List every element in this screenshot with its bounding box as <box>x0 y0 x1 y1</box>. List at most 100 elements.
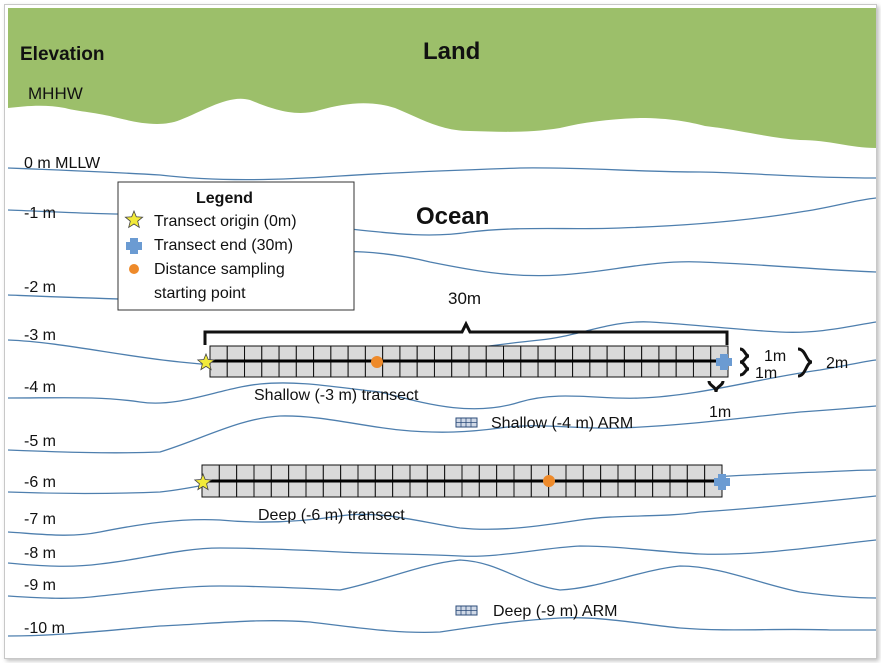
grid-cell <box>244 361 263 378</box>
grid-cell <box>374 464 394 482</box>
depth-label: 0 m MLLW <box>24 155 101 172</box>
grid-cell <box>675 361 694 378</box>
grid-cell <box>270 464 290 482</box>
mhhw-label: MHHW <box>28 84 83 103</box>
width-label-total: 2m <box>826 355 848 372</box>
deep-transect-label: Deep (-6 m) transect <box>258 507 405 524</box>
grid-cell <box>322 480 342 498</box>
grid-cell <box>606 361 625 378</box>
grid-cell <box>278 361 297 378</box>
grid-cell <box>686 464 706 482</box>
grid-cell <box>416 361 435 378</box>
grid-cell <box>444 464 463 482</box>
grid-cell <box>478 480 498 498</box>
grid-cell <box>520 345 539 362</box>
grid-cell <box>209 361 228 378</box>
land-area <box>8 8 876 148</box>
depth-label: -2 m <box>24 279 56 296</box>
grid-cell <box>313 361 332 378</box>
grid-cell <box>582 464 602 482</box>
legend-box <box>117 181 355 311</box>
star-icon <box>193 472 213 491</box>
grid-cell <box>565 464 584 482</box>
contour-4m <box>7 359 877 410</box>
grid-cell <box>617 464 636 482</box>
grid-cell <box>572 361 591 378</box>
contour-9m <box>7 559 877 599</box>
grid-cell <box>261 345 280 362</box>
grid-cell <box>692 345 712 362</box>
grid-cell <box>634 480 654 498</box>
grid-cell <box>226 345 246 362</box>
grid-cell <box>236 480 255 498</box>
grid-cell <box>226 361 246 378</box>
grid-cell <box>382 345 401 362</box>
shallow-transect-grid <box>209 345 729 378</box>
shallow-arm-label: Shallow (-4 m) ARM <box>491 415 633 432</box>
grid-cell <box>209 345 228 362</box>
grid-cell <box>513 480 532 498</box>
grid-cell <box>347 345 366 362</box>
grid-cell <box>305 480 324 498</box>
grid-cell <box>416 345 435 362</box>
grid-cell <box>652 480 671 498</box>
width-label-upper: 1m <box>764 348 786 365</box>
legend: Legend Transect origin (0m) Transect end… <box>117 181 355 311</box>
grid-cell <box>554 345 574 362</box>
star-icon <box>124 209 144 229</box>
grid-cell <box>461 464 480 482</box>
legend-title: Legend <box>196 190 253 207</box>
grid-cell <box>468 361 487 378</box>
grid-cell <box>270 480 290 498</box>
grid-cell <box>468 345 487 362</box>
grid-cell <box>513 464 532 482</box>
grid-cell <box>589 361 608 378</box>
contour-5m <box>7 405 877 454</box>
depth-labels: 0 m MLLW -1 m -2 m -3 m -4 m -5 m -6 m -… <box>24 155 101 637</box>
grid-cell <box>357 464 376 482</box>
grid-cell <box>330 361 349 378</box>
cross-icon <box>714 474 730 490</box>
dot-icon <box>129 264 139 274</box>
legend-item-end: Transect end (30m) <box>154 237 293 254</box>
grid-cell <box>623 345 643 362</box>
grid-cell <box>322 464 342 482</box>
grid-cell <box>451 345 470 362</box>
grid-cell <box>503 361 522 378</box>
length-bracket <box>203 320 729 345</box>
grid-cell <box>357 480 376 498</box>
deep-transect-grid <box>201 464 723 498</box>
grid-cell <box>641 361 660 378</box>
grid-cell <box>686 480 706 498</box>
width-brackets <box>707 347 813 393</box>
grid-cell <box>554 361 574 378</box>
grid-cell <box>426 480 446 498</box>
legend-item-distance-line1: Distance sampling <box>154 261 285 278</box>
legend-item-origin: Transect origin (0m) <box>154 213 297 230</box>
grid-cell <box>658 345 677 362</box>
grid-cell <box>496 464 515 482</box>
grid-cell <box>623 361 643 378</box>
grid-cell <box>218 464 238 482</box>
depth-label: -6 m <box>24 474 56 491</box>
grid-cell <box>589 345 608 362</box>
distance-sampling-dot <box>543 475 555 487</box>
grid-cell <box>409 480 428 498</box>
grid-cell <box>236 464 255 482</box>
grid-cell <box>669 480 688 498</box>
grid-cell <box>295 361 315 378</box>
width-label-segment: 1m <box>709 404 731 421</box>
grid-cell <box>288 464 307 482</box>
cross-icon <box>126 238 142 254</box>
contour-10m <box>7 617 876 637</box>
grid-cell <box>634 464 654 482</box>
depth-label: -9 m <box>24 577 56 594</box>
grid-cell <box>433 345 453 362</box>
grid-cell <box>218 480 238 498</box>
distance-sampling-dot <box>371 356 383 368</box>
grid-cell <box>617 480 636 498</box>
deep-arm-label: Deep (-9 m) ARM <box>493 603 617 620</box>
elevation-label: Elevation <box>20 44 104 65</box>
grid-cell <box>313 345 332 362</box>
depth-label: -4 m <box>24 379 56 396</box>
